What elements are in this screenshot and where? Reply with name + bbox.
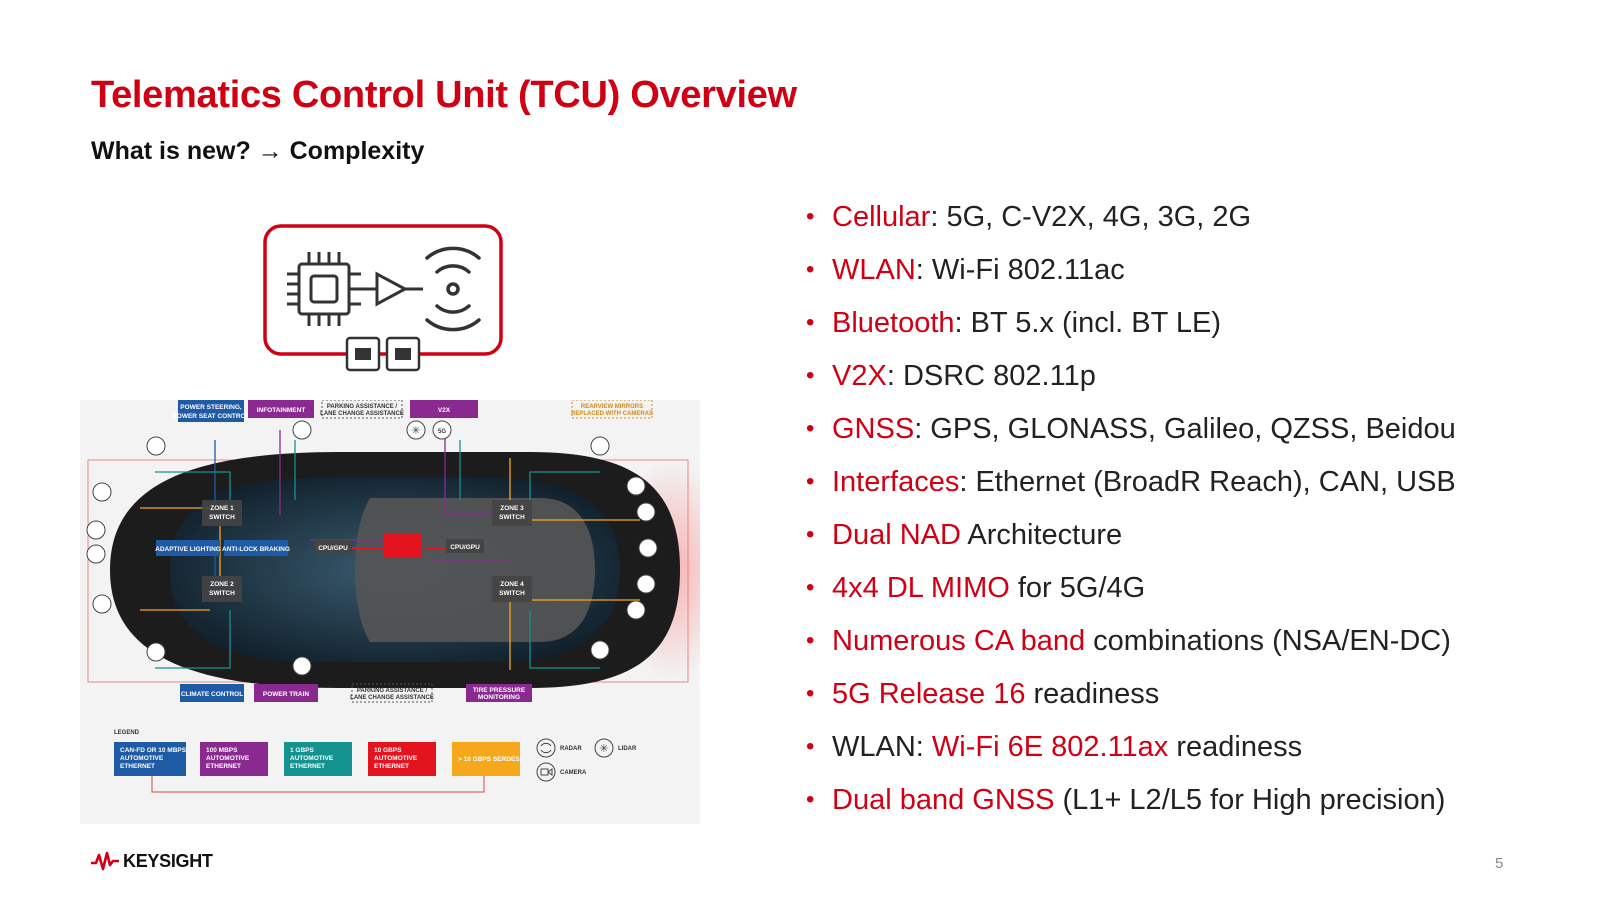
list-item: •Dual band GNSS (L1+ L2/L5 for High prec… — [806, 784, 1446, 816]
list-item: •WLAN: Wi-Fi 802.11ac — [806, 254, 1125, 286]
svg-text:ZONE 1: ZONE 1 — [210, 505, 234, 512]
page-number: 5 — [1495, 855, 1504, 872]
list-item: •V2X: DSRC 802.11p — [806, 360, 1096, 392]
svg-text:ETHERNET: ETHERNET — [290, 763, 325, 770]
label-power-steering: POWER STEERING, — [180, 404, 242, 411]
label-tire-pressure-2: MONITORING — [478, 694, 520, 701]
list-item: •5G Release 16 readiness — [806, 678, 1160, 710]
svg-text:ZONE 3: ZONE 3 — [500, 505, 524, 512]
legend-radar-label: RADAR — [560, 746, 582, 752]
svg-text:ETHERNET: ETHERNET — [206, 763, 241, 770]
label-power-seat: POWER SEAT CONTROL — [172, 413, 249, 420]
svg-text:SWITCH: SWITCH — [209, 514, 235, 521]
list-item: •Dual NAD Architecture — [806, 519, 1123, 551]
svg-text:AUTOMOTIVE: AUTOMOTIVE — [120, 755, 164, 762]
label-tire-pressure-1: TIRE PRESSURE — [473, 687, 526, 694]
svg-text:10 GBPS: 10 GBPS — [374, 747, 402, 754]
legend-item-100mbps: 100 MBPS AUTOMOTIVE ETHERNET — [200, 742, 268, 776]
tcu-module-icon — [263, 224, 503, 372]
label-rearview-1: REARVIEW MIRRORS — [581, 404, 643, 410]
keysight-wave-icon — [91, 851, 119, 871]
svg-text:ZONE 2: ZONE 2 — [210, 581, 234, 588]
list-item: •GNSS: GPS, GLONASS, Galileo, QZSS, Beid… — [806, 413, 1456, 445]
svg-text:ZONE 4: ZONE 4 — [500, 581, 524, 588]
amplifier-icon — [375, 271, 423, 307]
list-item: •WLAN: Wi-Fi 6E 802.11ax readiness — [806, 731, 1303, 763]
svg-text:100 MBPS: 100 MBPS — [206, 747, 238, 754]
label-climate-control: CLIMATE CONTROL — [181, 691, 243, 698]
label-adaptive-lighting: ADAPTIVE LIGHTING — [155, 546, 221, 553]
legend-item-serdes: > 10 GBPS SERDES — [452, 742, 520, 776]
legend-title: LEGEND — [114, 730, 140, 736]
label-cpu-left: CPU/GPU — [318, 545, 348, 552]
legend-lidar-label: LIDAR — [618, 746, 637, 752]
svg-text:1 GBPS: 1 GBPS — [290, 747, 315, 754]
label-power-train: POWER TRAIN — [263, 691, 310, 698]
svg-text:ETHERNET: ETHERNET — [374, 763, 409, 770]
label-5g: 5G — [438, 429, 446, 435]
zone-switch-4: ZONE 4 SWITCH — [492, 576, 532, 602]
svg-text:AUTOMOTIVE: AUTOMOTIVE — [374, 755, 418, 762]
svg-text:AUTOMOTIVE: AUTOMOTIVE — [206, 755, 250, 762]
ethernet-port-icon — [345, 336, 421, 372]
label-rearview-2: REPLACED WITH CAMERAS — [571, 411, 653, 417]
feature-list: •Cellular: 5G, C-V2X, 4G, 3G, 2G •WLAN: … — [806, 199, 1566, 835]
label-parking-top-1: PARKING ASSISTANCE / — [327, 404, 398, 410]
svg-text:SWITCH: SWITCH — [209, 590, 235, 597]
keysight-logo: KEYSIGHT — [91, 849, 213, 873]
vehicle-architecture-diagram: POWER STEERING, POWER SEAT CONTROL INFOT… — [80, 400, 700, 824]
zone-switch-3: ZONE 3 SWITCH — [492, 500, 532, 526]
tcu-block — [384, 534, 422, 558]
slide-title: Telematics Control Unit (TCU) Overview — [91, 74, 797, 116]
svg-text:SWITCH: SWITCH — [499, 514, 525, 521]
label-parking-bottom-1: PARKING ASSISTANCE / — [357, 688, 428, 694]
list-item: •4x4 DL MIMO for 5G/4G — [806, 572, 1146, 604]
list-item: •Interfaces: Ethernet (BroadR Reach), CA… — [806, 466, 1456, 498]
legend-item-can: CAN-FD OR 10 MBPS AUTOMOTIVE ETHERNET — [114, 742, 187, 776]
list-item: •Cellular: 5G, C-V2X, 4G, 3G, 2G — [806, 201, 1252, 233]
legend-camera-icon — [536, 762, 556, 782]
label-parking-top-2: LANE CHANGE ASSISTANCE — [320, 411, 404, 417]
label-cpu-right: CPU/GPU — [450, 544, 480, 551]
svg-text:ETHERNET: ETHERNET — [120, 763, 155, 770]
svg-text:✳: ✳ — [411, 424, 420, 437]
list-item: •Numerous CA band combinations (NSA/EN-D… — [806, 625, 1451, 657]
label-v2x: V2X — [438, 407, 451, 414]
label-anti-lock: ANTI-LOCK BRAKING — [222, 546, 290, 553]
label-infotainment: INFOTAINMENT — [257, 407, 306, 414]
antenna-icon — [425, 246, 481, 332]
legend-camera-label: CAMERA — [560, 770, 587, 776]
slide-subtitle: What is new? → Complexity — [91, 137, 425, 165]
legend-radar-icon — [536, 738, 556, 758]
legend-item-1gbps: 1 GBPS AUTOMOTIVE ETHERNET — [284, 742, 352, 776]
zone-switch-1: ZONE 1 SWITCH — [202, 500, 242, 526]
zone-switch-2: ZONE 2 SWITCH — [202, 576, 242, 602]
legend-item-10gbps: 10 GBPS AUTOMOTIVE ETHERNET — [368, 742, 436, 776]
list-item: •Bluetooth: BT 5.x (incl. BT LE) — [806, 307, 1221, 339]
legend-lidar-icon: ✳ — [594, 738, 614, 758]
svg-text:✳: ✳ — [599, 742, 608, 755]
brand-name: KEYSIGHT — [123, 850, 213, 871]
svg-text:SWITCH: SWITCH — [499, 590, 525, 597]
svg-text:AUTOMOTIVE: AUTOMOTIVE — [290, 755, 334, 762]
svg-text:> 10 GBPS SERDES: > 10 GBPS SERDES — [458, 756, 520, 763]
svg-text:CAN-FD OR 10 MBPS: CAN-FD OR 10 MBPS — [120, 747, 187, 754]
label-parking-bottom-2: LANE CHANGE ASSISTANCE — [350, 695, 434, 701]
chip-icon — [287, 252, 377, 326]
